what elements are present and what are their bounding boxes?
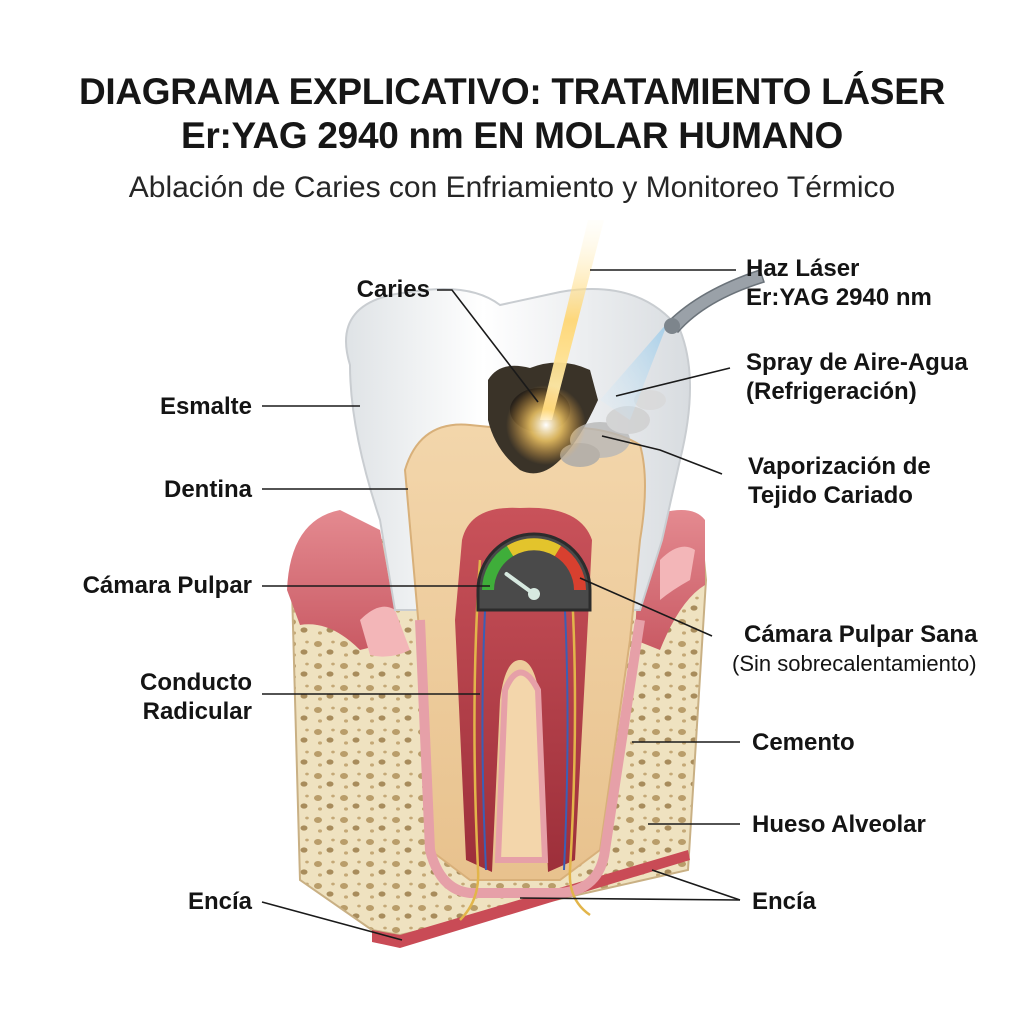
- label-hueso-alveolar: Hueso Alveolar: [752, 811, 926, 838]
- diagram-subtitle: Ablación de Caries con Enfriamiento y Mo…: [128, 171, 896, 204]
- gum-inner-right: [660, 546, 695, 600]
- leader-encia-left: [261, 901, 403, 941]
- label-spray: Spray de Aire-Agua (Refrigeración): [746, 348, 968, 406]
- label-sana-line1: Cámara Pulpar Sana: [744, 621, 978, 648]
- label-conducto: Conducto Radicular: [80, 668, 252, 726]
- leader-encia-right-b: [519, 897, 741, 901]
- gum-bottom-strip: [372, 850, 690, 948]
- leader-encia-right-a: [651, 869, 741, 901]
- label-cemento: Cemento: [752, 729, 855, 756]
- gum-inner-left: [360, 606, 410, 657]
- label-conducto-line2: Radicular: [142, 698, 252, 725]
- spray-handpiece: [666, 269, 765, 334]
- label-encia-right: Encía: [752, 888, 817, 915]
- diagram-title-line2: Er:YAG 2940 nm EN MOLAR HUMANO: [181, 115, 843, 156]
- nerve-vessels-left: [459, 559, 482, 921]
- laser-impact-glow: [506, 385, 586, 465]
- label-spray-line2: (Refrigeración): [746, 378, 917, 405]
- diagram-title-line1: DIAGRAMA EXPLICATIVO: TRATAMIENTO LÁSER: [78, 71, 945, 112]
- gauge-yellow-zone: [506, 538, 562, 557]
- leader-spray: [615, 367, 731, 397]
- label-sana-line2: (Sin sobrecalentamiento): [732, 651, 977, 676]
- label-encia-left: Encía: [187, 888, 252, 915]
- label-conducto-line1: Conducto: [140, 669, 252, 696]
- label-vapor-line2: Tejido Cariado: [748, 482, 913, 509]
- label-laser-line2: Er:YAG 2940 nm: [746, 284, 932, 311]
- thermal-gauge: [476, 532, 592, 612]
- leader-vapor: [601, 435, 723, 475]
- gauge-red-zone: [554, 545, 586, 591]
- label-dentina: Dentina: [163, 476, 252, 503]
- inter-radicular-dentin: [494, 669, 549, 863]
- label-vapor-line1: Vaporización de: [748, 453, 931, 480]
- label-esmalte: Esmalte: [159, 393, 252, 420]
- label-spray-line1: Spray de Aire-Agua: [746, 349, 968, 376]
- leader-sana: [579, 577, 713, 637]
- leader-lines: [261, 269, 741, 941]
- laser-beam: [540, 220, 604, 420]
- spray-nozzle: [664, 318, 680, 334]
- label-laser-line1: Haz Láser: [746, 255, 860, 282]
- label-camara-pulpar: Cámara Pulpar: [82, 572, 252, 599]
- label-caries: Caries: [356, 276, 430, 303]
- nerve-vessels-right: [568, 559, 591, 917]
- cementum-layer: [415, 619, 645, 898]
- label-camara-sana: Cámara Pulpar Sana (Sin sobrecalentamien…: [732, 620, 978, 678]
- leader-caries: [437, 289, 539, 403]
- label-vapor: Vaporización de Tejido Cariado: [748, 452, 931, 510]
- label-laser: Haz Láser Er:YAG 2940 nm: [746, 254, 932, 312]
